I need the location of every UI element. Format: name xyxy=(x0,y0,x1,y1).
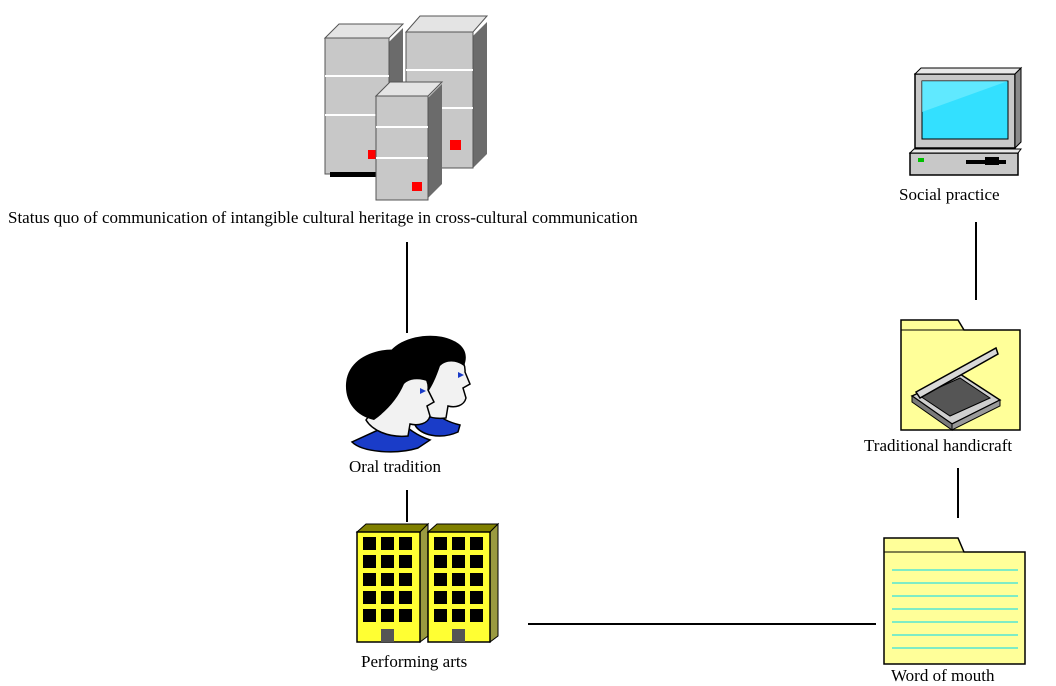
building-window xyxy=(452,591,465,604)
desktop-computer-icon xyxy=(908,66,1023,176)
building-window xyxy=(452,573,465,586)
server-cluster-icon xyxy=(323,15,489,201)
building-window xyxy=(363,537,376,550)
building-window xyxy=(452,609,465,622)
building-window xyxy=(381,537,394,550)
building-window xyxy=(381,573,394,586)
people-icon xyxy=(345,335,471,453)
building-window xyxy=(399,609,412,622)
building-window xyxy=(470,555,483,568)
building-window xyxy=(363,609,376,622)
word-of-mouth-label: Word of mouth xyxy=(891,666,995,685)
traditional-handicraft-label: Traditional handicraft xyxy=(864,436,1013,455)
status-quo-label: Status quo of communication of intangibl… xyxy=(8,208,638,227)
building-window xyxy=(452,537,465,550)
oral-tradition-label: Oral tradition xyxy=(349,457,442,476)
building-window xyxy=(381,555,394,568)
building-window xyxy=(399,537,412,550)
building-window xyxy=(381,591,394,604)
document-icon xyxy=(883,537,1026,665)
building-window xyxy=(434,573,447,586)
building-window xyxy=(399,555,412,568)
building-window xyxy=(399,591,412,604)
building-window xyxy=(470,609,483,622)
building-door xyxy=(381,629,394,642)
building-door xyxy=(452,629,465,642)
building-window xyxy=(470,537,483,550)
building-window xyxy=(470,591,483,604)
folder-scanner-icon xyxy=(900,319,1021,431)
building-window xyxy=(434,537,447,550)
building-window xyxy=(363,573,376,586)
building-window xyxy=(363,591,376,604)
building-window xyxy=(363,555,376,568)
performing-arts-label: Performing arts xyxy=(361,652,468,671)
building-window xyxy=(434,591,447,604)
buildings-icon xyxy=(355,522,500,643)
building-window xyxy=(434,555,447,568)
building-window xyxy=(399,573,412,586)
building-window xyxy=(381,609,394,622)
building-window xyxy=(452,555,465,568)
building-window xyxy=(470,573,483,586)
social-practice-label: Social practice xyxy=(899,185,1000,204)
building-window xyxy=(434,609,447,622)
